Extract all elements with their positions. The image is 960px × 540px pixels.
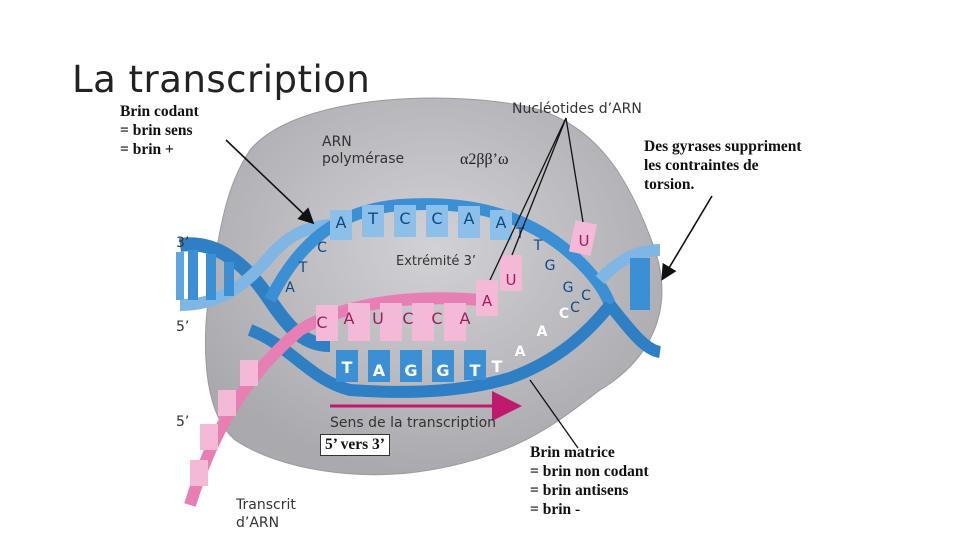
tr2-text: C bbox=[559, 306, 569, 322]
template-strand-bases: T A G G T T bbox=[342, 357, 503, 380]
slide-title: La transcription bbox=[72, 58, 371, 101]
tb0-text: T bbox=[342, 358, 353, 377]
free-nucleotide-bases: U U A bbox=[482, 232, 590, 310]
coding-strand-bases: A T C C A A bbox=[336, 209, 507, 232]
polymerase-label: ARN polymérase bbox=[322, 134, 404, 167]
cb5-text: A bbox=[496, 213, 507, 232]
cb3-text: C bbox=[431, 209, 442, 228]
template-strand-rungs bbox=[336, 350, 486, 382]
nucleotide-pointers bbox=[489, 117, 584, 281]
poly0-text: ARN bbox=[322, 134, 352, 150]
rb1-text: A bbox=[344, 309, 355, 328]
tr1-text: A bbox=[537, 324, 548, 340]
tb3-text: G bbox=[436, 361, 449, 380]
poly1-text: polymérase bbox=[322, 151, 404, 167]
tr_l0-text: Transcrit bbox=[235, 497, 296, 513]
rb3-text: C bbox=[402, 309, 413, 328]
cl0-text: A bbox=[285, 280, 295, 296]
cr5-text: C bbox=[581, 288, 591, 304]
dna-strand-right-b bbox=[595, 244, 661, 285]
coding-strand-arrow bbox=[225, 139, 315, 225]
extr-text: Extrémité 3’ bbox=[396, 254, 476, 269]
subunits-text: α2ββ’ω bbox=[460, 151, 509, 168]
fn1-text: U bbox=[506, 271, 517, 289]
tb2-text: G bbox=[404, 361, 417, 380]
template-strand bbox=[247, 301, 615, 398]
tb4-text: T bbox=[470, 361, 481, 380]
cb4-text: A bbox=[464, 209, 475, 228]
coding-strand-rungs bbox=[330, 205, 512, 240]
end1-text: 5’ bbox=[176, 319, 189, 335]
cr4-text: C bbox=[570, 300, 580, 316]
rb4-text: C bbox=[431, 309, 442, 328]
free-nucleotides bbox=[476, 220, 598, 316]
direction-box: 5’ vers 3’ bbox=[320, 434, 390, 456]
end0-text: 3’ bbox=[176, 235, 189, 251]
rb2-text: U bbox=[372, 309, 384, 328]
rb0-text: C bbox=[316, 313, 327, 332]
tr0-text: A bbox=[515, 344, 526, 360]
cr2-text: G bbox=[545, 258, 556, 274]
rna-rungs bbox=[190, 303, 466, 486]
gyrase-note: Des gyrases suppriment les contraintes d… bbox=[644, 138, 802, 193]
cb1-text: T bbox=[367, 209, 378, 228]
coding-strand-bases-left: A T C bbox=[285, 240, 327, 296]
fn0-text: U bbox=[579, 232, 590, 250]
template-strand-note: Brin matrice = brin non codant = brin an… bbox=[530, 444, 649, 518]
dna-strand-right-a bbox=[605, 301, 662, 358]
template-strand-bases-right: A A C bbox=[515, 306, 570, 360]
end2-text: 5’ bbox=[176, 414, 189, 430]
tb1-text: A bbox=[373, 361, 386, 380]
cl1-text: T bbox=[298, 260, 308, 276]
cr3-text: G bbox=[563, 280, 574, 296]
fn2-text: A bbox=[482, 292, 493, 310]
template-strand-pointer bbox=[529, 379, 579, 449]
right-dna-rung bbox=[630, 258, 650, 310]
dirl-text: Sens de la transcription bbox=[330, 415, 496, 431]
rb5-text: A bbox=[460, 309, 471, 328]
rna-bases: C A U C C A bbox=[316, 309, 470, 332]
left-dna-rungs bbox=[176, 250, 234, 300]
coding-strand-note: Brin codant = brin sens = brin + bbox=[120, 103, 199, 158]
transcript-label: Transcrit d’ARN bbox=[235, 497, 300, 531]
dna-strand-template-left bbox=[179, 219, 331, 311]
tb5-text: T bbox=[492, 357, 503, 376]
cr1-text: T bbox=[533, 238, 543, 254]
gyrase-arrow bbox=[661, 195, 713, 281]
cl2-text: C bbox=[317, 240, 327, 256]
cb0-text: A bbox=[336, 213, 347, 232]
cb2-text: C bbox=[399, 209, 410, 228]
tr_l1-text: d’ARN bbox=[236, 515, 279, 531]
nucl-text: Nucléotides d’ARN bbox=[512, 101, 642, 117]
